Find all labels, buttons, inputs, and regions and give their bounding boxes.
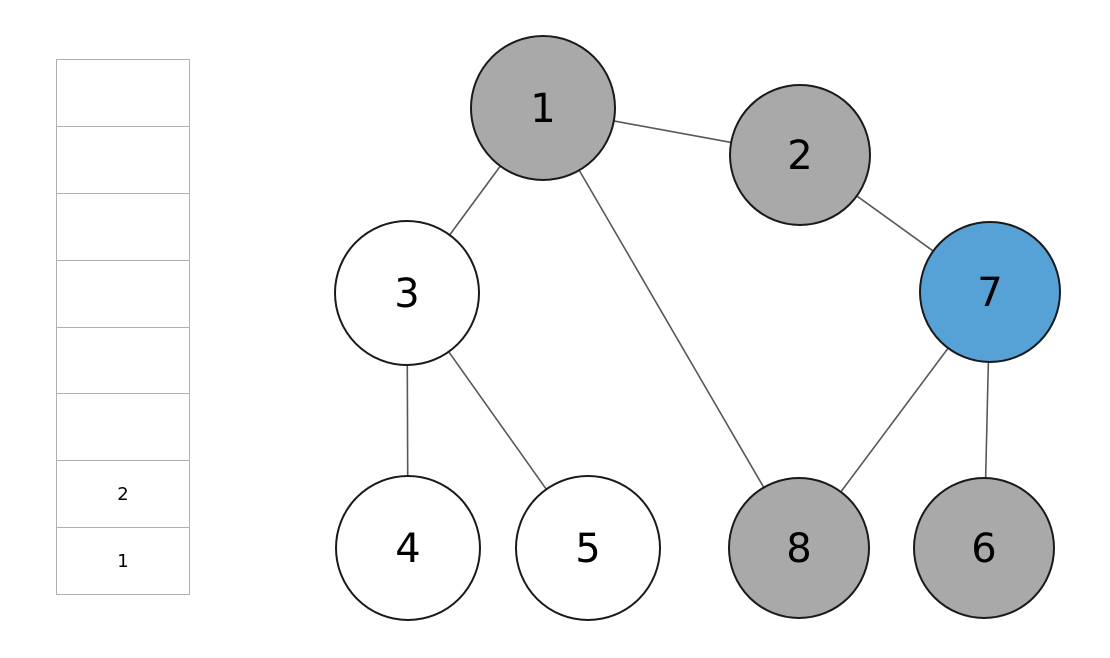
node-circle[interactable] [729,84,871,226]
stack-cell [56,393,190,461]
graph-node[interactable]: 3 [334,220,480,366]
stack-cell: 1 [56,527,190,595]
graph-node[interactable]: 8 [728,477,870,619]
graph-node[interactable]: 7 [919,221,1061,363]
node-label: 8 [786,526,811,572]
stack-cell [56,59,190,126]
graph-node[interactable]: 6 [913,477,1055,619]
node-label: 2 [787,133,812,179]
node-circle[interactable] [470,35,616,181]
node-label: 3 [394,271,419,317]
graph-edge [449,165,501,236]
graph-node[interactable]: 5 [515,475,661,621]
graph-edge [856,195,934,252]
graph-edge [840,347,949,493]
node-circle[interactable] [335,475,481,621]
nodes-group: 1 2 3 7 4 5 8 6 [334,35,1061,621]
graph-edge [448,351,547,490]
node-label: 1 [530,86,555,132]
node-circle[interactable] [728,477,870,619]
node-circle[interactable] [515,475,661,621]
stack-cell [56,259,190,327]
stack-cell: 2 [56,460,190,528]
node-circle[interactable] [919,221,1061,363]
graph-edge [578,169,765,488]
node-circle[interactable] [334,220,480,366]
graph-node[interactable]: 1 [470,35,616,181]
node-label: 5 [575,526,600,572]
graph-edge [984,361,990,479]
node-label: 7 [977,270,1002,316]
node-label: 4 [395,526,420,572]
node-circle[interactable] [913,477,1055,619]
stack-cell [56,326,190,394]
edges-group [406,120,990,493]
graph-node[interactable]: 4 [335,475,481,621]
graph-node[interactable]: 2 [729,84,871,226]
stack-cell [56,192,190,260]
node-label: 6 [971,526,996,572]
stack-cell [56,125,190,193]
graph-edge [613,120,732,144]
